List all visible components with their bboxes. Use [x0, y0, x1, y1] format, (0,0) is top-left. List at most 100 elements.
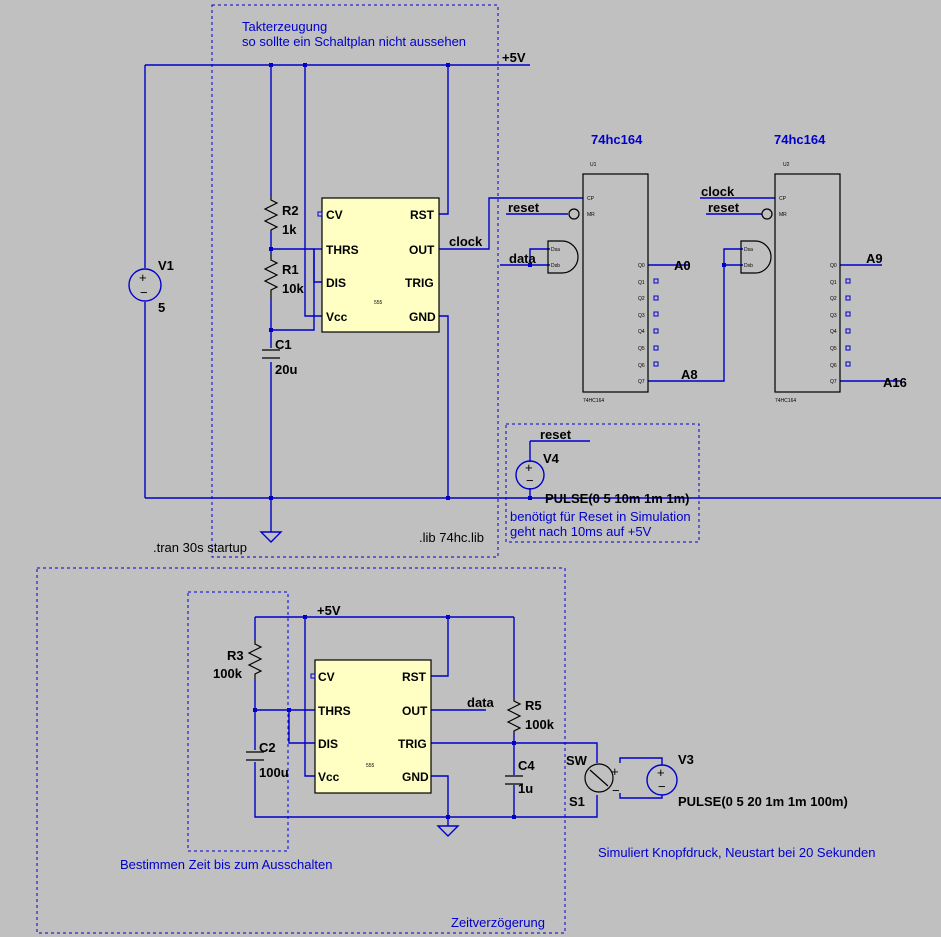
- u1-dsa: Dsa: [551, 247, 560, 253]
- u1-q5: Q5: [638, 346, 645, 352]
- a9-label: A9: [866, 251, 883, 266]
- box-zeitverzoegerung: [36, 567, 566, 934]
- timer2-dis: DIS: [318, 737, 338, 751]
- u2-mr-bubble: [761, 208, 773, 220]
- junctions-bottom: [253, 615, 516, 819]
- lib-directive: .lib 74hc.lib: [419, 530, 484, 545]
- u2-q7: Q7: [830, 379, 837, 385]
- u2-cp: CP: [779, 196, 787, 202]
- timer2-cv: CV: [318, 670, 335, 684]
- a16-label: A16: [883, 375, 907, 390]
- wires-top: [144, 64, 941, 532]
- timer2-vcc: Vcc: [318, 770, 340, 784]
- u2-q3: Q3: [830, 313, 837, 319]
- u2-body: [774, 173, 841, 393]
- takt-title-2: so sollte ein Schaltplan nicht aussehen: [242, 34, 466, 49]
- u1-cp: CP: [587, 196, 595, 202]
- u1-ref: U1: [590, 162, 597, 168]
- timer555-1-cv-pin: [317, 211, 323, 217]
- u2-ref: U2: [783, 162, 790, 168]
- timer1-gnd: GND: [409, 310, 436, 324]
- timer2-rst: RST: [402, 670, 427, 684]
- timer1-rst: RST: [410, 208, 435, 222]
- c4-capacitor: [505, 775, 523, 785]
- timer2-gnd: GND: [402, 770, 429, 784]
- v1-value: 5: [158, 300, 165, 315]
- u1-dsb: Dsb: [551, 263, 560, 269]
- svg-text:−: −: [612, 783, 620, 798]
- c4-value: 1u: [518, 781, 533, 796]
- data1-label: data: [509, 251, 537, 266]
- u1-q6: Q6: [638, 363, 645, 369]
- r5-name: R5: [525, 698, 542, 713]
- reset3-label: reset: [540, 427, 572, 442]
- timer2-thrs: THRS: [318, 704, 351, 718]
- r3-resistor: [247, 640, 263, 680]
- u1-q7: Q7: [638, 379, 645, 385]
- vcc1-label: +5V: [502, 50, 526, 65]
- zeitverz-label: Zeitverzögerung: [451, 915, 545, 930]
- c1-name: C1: [275, 337, 292, 352]
- u1-q0: Q0: [638, 263, 645, 269]
- clock2-label: clock: [701, 184, 735, 199]
- s1-switch: + −: [584, 763, 620, 798]
- timer1-tag: 555: [374, 300, 383, 306]
- r1-resistor: [263, 254, 279, 300]
- r3-value: 100k: [213, 666, 243, 681]
- junctions-top: [269, 63, 726, 500]
- box-bestimmen: [187, 591, 289, 852]
- timer555-2: [314, 659, 432, 794]
- tran-directive: .tran 30s startup: [153, 540, 247, 555]
- r1-name: R1: [282, 262, 299, 277]
- u2-q4: Q4: [830, 329, 837, 335]
- r2-resistor: [263, 196, 279, 232]
- u1-body: [582, 173, 649, 393]
- r2-value: 1k: [282, 222, 297, 237]
- u2-title: 74hc164: [774, 132, 826, 147]
- svg-text:+: +: [525, 460, 533, 475]
- u1-part: 74HC164: [583, 398, 604, 404]
- c4-name: C4: [518, 758, 535, 773]
- svg-text:+: +: [611, 764, 619, 779]
- c2-capacitor: [246, 751, 264, 761]
- v4-name: V4: [543, 451, 560, 466]
- u1-q4: Q4: [638, 329, 645, 335]
- vcc2-label: +5V: [317, 603, 341, 618]
- timer1-dis: DIS: [326, 276, 346, 290]
- r1-value: 10k: [282, 281, 304, 296]
- reset2-label: reset: [708, 200, 740, 215]
- v3-name: V3: [678, 752, 694, 767]
- u2-q5: Q5: [830, 346, 837, 352]
- u2-dsb: Dsb: [744, 263, 753, 269]
- svg-text:−: −: [658, 779, 666, 794]
- u1-q2: Q2: [638, 296, 645, 302]
- r3-name: R3: [227, 648, 244, 663]
- timer1-trig: TRIG: [405, 276, 434, 290]
- a0-label: A0: [674, 258, 691, 273]
- u2-q1: Q1: [830, 280, 837, 286]
- r5-value: 100k: [525, 717, 555, 732]
- bestimmen-label: Bestimmen Zeit bis zum Ausschalten: [120, 857, 332, 872]
- box-reset-sim: [505, 423, 700, 543]
- u1-q-pins: [653, 278, 659, 367]
- u1-q1: Q1: [638, 280, 645, 286]
- timer2-out: OUT: [402, 704, 428, 718]
- svg-text:+: +: [657, 765, 665, 780]
- ground-symbol-bottom: [436, 825, 460, 837]
- u1-title: 74hc164: [591, 132, 643, 147]
- c1-capacitor: [262, 349, 280, 359]
- u2-q0: Q0: [830, 263, 837, 269]
- reset-note-2: geht nach 10ms auf +5V: [510, 524, 652, 539]
- v3-source: + −: [646, 764, 678, 796]
- wires-bottom: [254, 616, 663, 826]
- timer1-cv: CV: [326, 208, 343, 222]
- u2-q6: Q6: [830, 363, 837, 369]
- r5-resistor: [506, 697, 522, 733]
- reset-note-1: benötigt für Reset in Simulation: [510, 509, 691, 524]
- box-takterzeugung: [211, 4, 499, 558]
- u2-dsa: Dsa: [744, 247, 753, 253]
- c2-name: C2: [259, 740, 276, 755]
- c1-value: 20u: [275, 362, 297, 377]
- u1-q3: Q3: [638, 313, 645, 319]
